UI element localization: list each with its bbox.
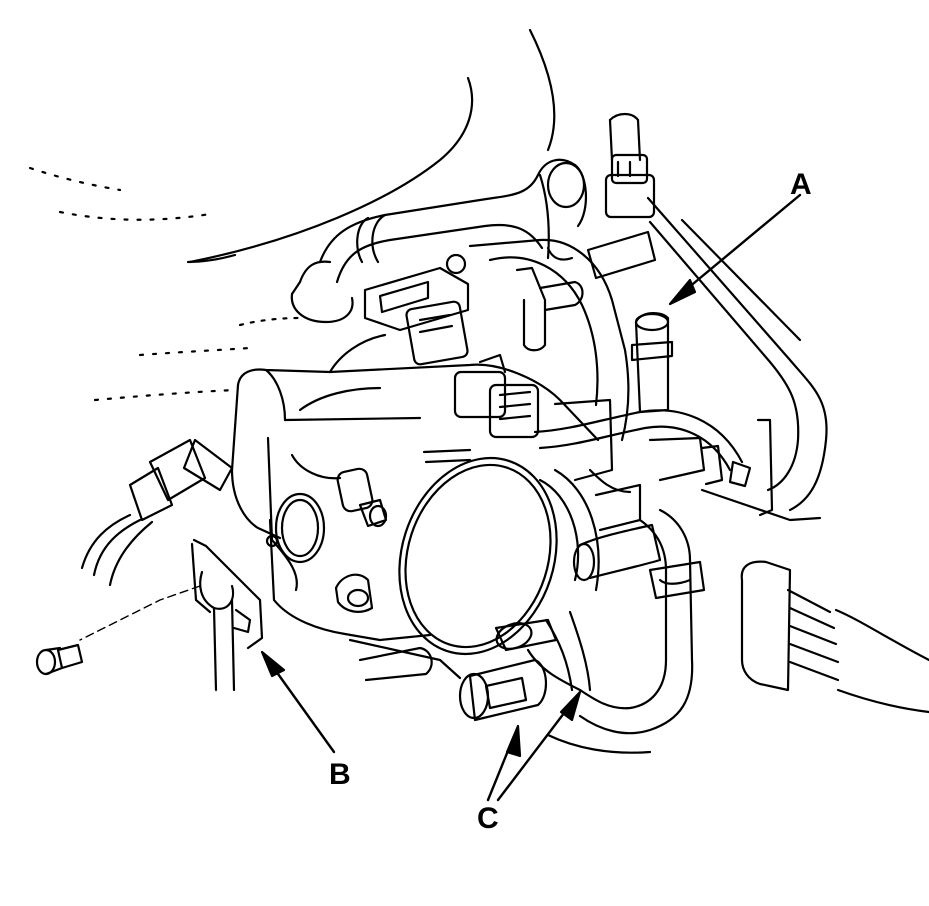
leader-line-a (668, 193, 802, 306)
left-mounting-boss (265, 492, 432, 642)
leader-line-b (260, 650, 336, 754)
callout-label-c: C (477, 802, 499, 835)
leader-lines-c (486, 690, 582, 802)
callout-label-b: B (329, 758, 351, 791)
coolant-hose-c (458, 508, 694, 754)
lower-vacuum-nipple (334, 573, 462, 682)
mounting-bolt (35, 643, 84, 676)
coolant-bypass-fitting (630, 312, 724, 486)
callout-label-a: A (790, 168, 812, 201)
right-harness-connector (740, 560, 929, 714)
iat-sensor-connector (453, 353, 540, 439)
throttle-stop-screw (336, 467, 388, 528)
lower-hose-fitting-left (572, 523, 706, 600)
throttle-bore (398, 456, 600, 656)
bracket-b (79, 538, 264, 692)
throttle-body-housing (230, 238, 642, 592)
map-sensor (363, 253, 470, 366)
upper-breather-hose (290, 158, 588, 324)
left-sensor-with-wires (80, 438, 234, 587)
idle-air-hose-fitting (515, 266, 584, 352)
engine-background-outline (28, 28, 556, 402)
right-coolant-pipes (586, 196, 828, 522)
vacuum-hose-top-right (604, 112, 656, 219)
